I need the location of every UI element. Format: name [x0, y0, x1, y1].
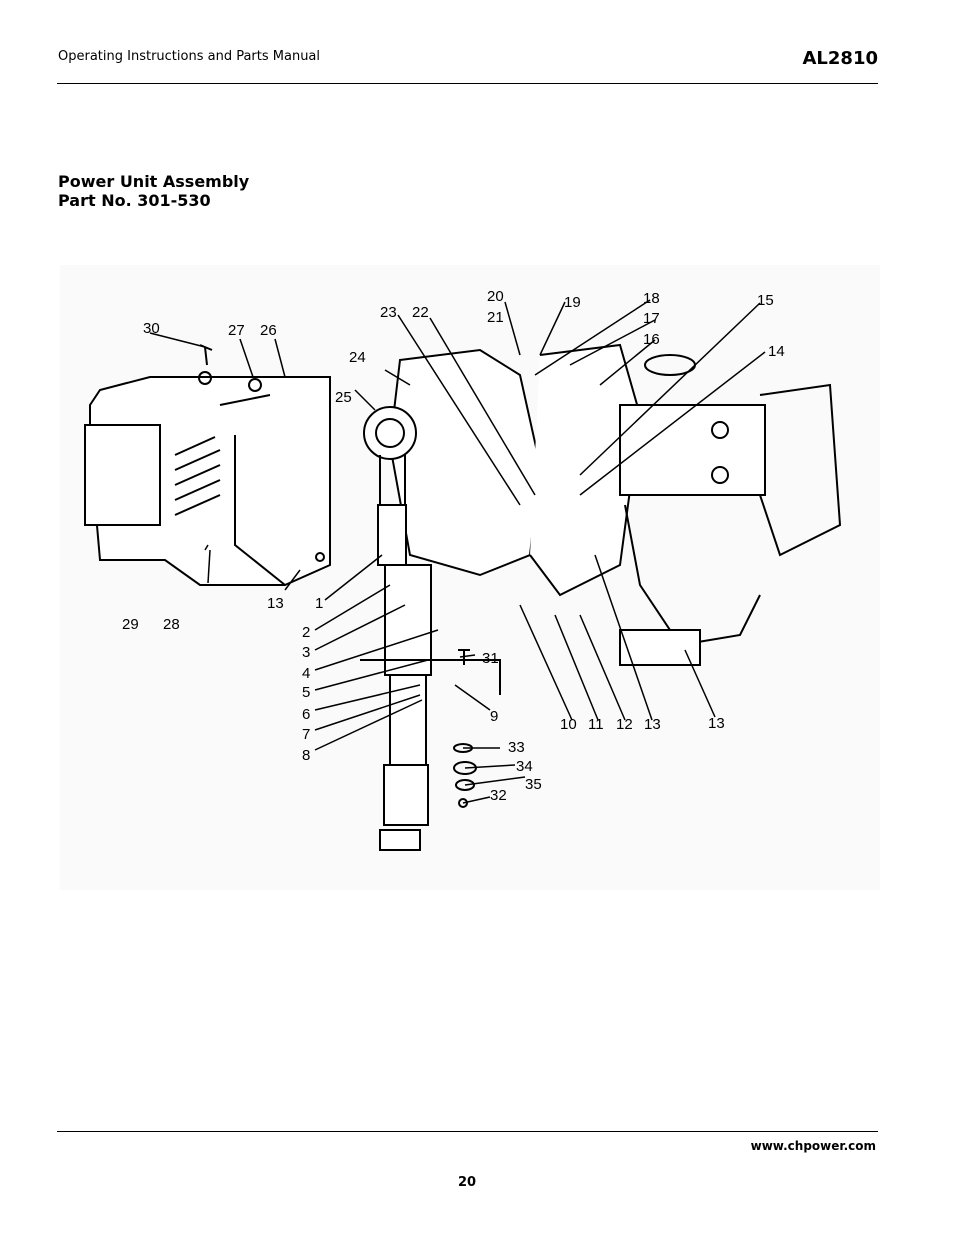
- section-heading: Power Unit Assembly Part No. 301-530: [58, 172, 249, 210]
- engine-shroud-drawing: [84, 344, 331, 586]
- callout-35: 34: [516, 758, 533, 775]
- callout-6: 6: [302, 706, 310, 723]
- callout-3: 3: [302, 644, 310, 661]
- callout-21: 20: [487, 288, 504, 305]
- callout-17: 16: [643, 331, 660, 348]
- callout-13a: 13: [267, 595, 284, 612]
- callout-4: 4: [302, 665, 310, 682]
- callout-33: 32: [490, 787, 507, 804]
- callout-16: 15: [757, 292, 774, 309]
- website-link[interactable]: www.chpower.com: [750, 1139, 876, 1153]
- callout-5: 5: [302, 684, 310, 701]
- callout-9: 9: [490, 708, 498, 725]
- callout-31: 30: [143, 320, 160, 337]
- leader-lines: [149, 299, 766, 804]
- callout-29: 28: [163, 616, 180, 633]
- callout-28: 27: [228, 322, 245, 339]
- callout-26: 25: [335, 389, 352, 406]
- callout-13b: 13: [644, 716, 661, 733]
- callout-7: 7: [302, 726, 310, 743]
- exploded-parts-diagram: 30 27 26 29 28 13 1 2 3 4 5 6 7 8 9 31 2…: [60, 265, 880, 890]
- callout-10: 10: [560, 716, 577, 733]
- callout-1: 1: [315, 595, 323, 612]
- footer-rule: [57, 1131, 878, 1132]
- model-number: AL2810: [802, 48, 879, 69]
- callout-30: 29: [122, 616, 139, 633]
- part-number: Part No. 301-530: [58, 191, 211, 210]
- callout-12: 12: [616, 716, 633, 733]
- callout-24: 23: [380, 304, 397, 321]
- callout-27: 26: [260, 322, 277, 339]
- callout-32: 31: [482, 650, 499, 667]
- callout-36: 35: [525, 776, 542, 793]
- callout-numbers: 30 27 26 29 28 13 1 2 3 4 5 6 7 8 9 31 2…: [122, 288, 785, 804]
- drive-shaft-drawing: [360, 504, 501, 851]
- callout-14: 13: [708, 715, 725, 732]
- manual-title: Operating Instructions and Parts Manual: [58, 49, 321, 64]
- callout-8: 8: [302, 747, 310, 764]
- callout-19: 18: [643, 290, 660, 307]
- section-title: Power Unit Assembly: [58, 172, 250, 191]
- page-number: 20: [457, 1175, 477, 1190]
- callout-11: 11: [588, 716, 604, 733]
- callout-2: 2: [302, 624, 310, 641]
- callout-18: 17: [643, 310, 660, 327]
- callout-25: 24: [349, 349, 366, 366]
- callout-34: 33: [508, 739, 525, 756]
- callout-20: 19: [564, 294, 581, 311]
- callout-22: 21: [487, 309, 504, 326]
- callout-15: 14: [768, 343, 785, 360]
- callout-23: 22: [412, 304, 429, 321]
- header-rule: [57, 83, 878, 84]
